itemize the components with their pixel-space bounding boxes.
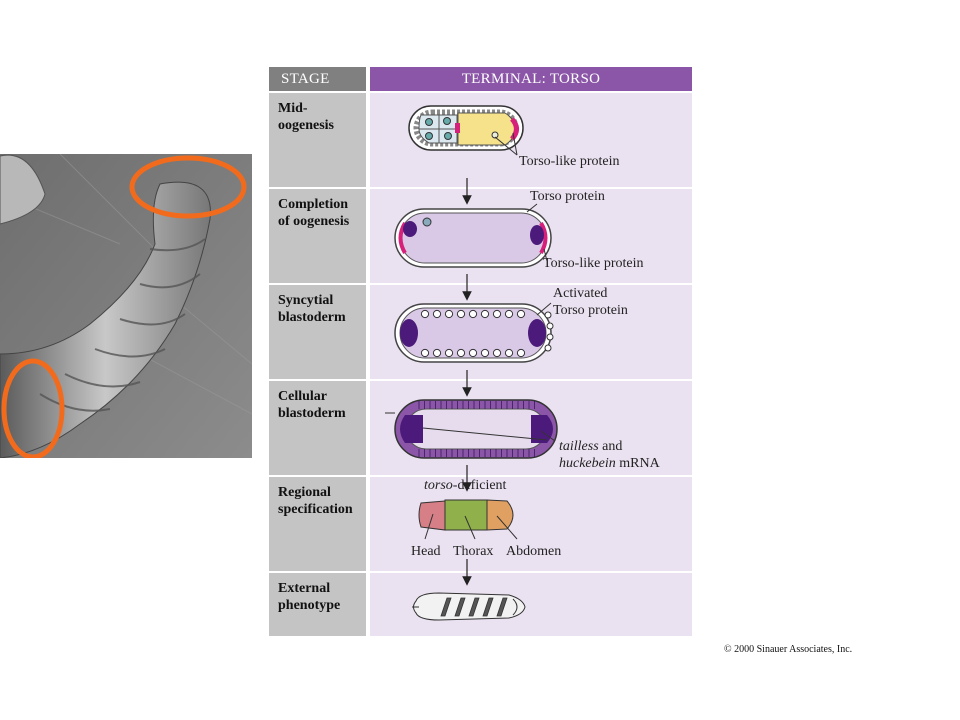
stage-label: External: [278, 581, 331, 596]
abdomen-label: Abdomen: [506, 544, 562, 559]
nucleus: [492, 348, 502, 358]
nucleus: [480, 309, 490, 319]
stage-cell-mid-oogenesis: Mid- oogenesis: [269, 93, 366, 187]
stage-label: blastoderm: [278, 406, 346, 421]
nucleus: [432, 309, 442, 319]
stage-cell-completion-of-oogenesis: Completion of oogenesis: [269, 189, 366, 283]
activated-label-line1: Activated: [553, 286, 608, 301]
anterior-highlight-ring: [129, 155, 247, 219]
stage-label: Completion: [278, 197, 348, 212]
thorax-label: Thorax: [453, 544, 494, 559]
torso-diagram-drawings: [385, 105, 558, 621]
stage-label: specification: [278, 502, 353, 517]
mid-oogenesis-egg-chamber: [408, 105, 524, 156]
torso-pathway-table: STAGE TERMINAL: TORSO Mid- oogenesis Com…: [269, 67, 692, 636]
stage-label: Mid-: [278, 101, 308, 116]
stage-cell-syncytial-blastoderm: Syncytial blastoderm: [269, 285, 366, 379]
syncytial-blastoderm-embryo: [394, 302, 554, 363]
nucleus: [444, 348, 454, 358]
nucleus: [456, 309, 466, 319]
nucleus: [420, 309, 430, 319]
nucleus: [504, 348, 514, 358]
huckebein-label: huckebein mRNA: [559, 456, 660, 472]
larva-sem-photo: [0, 154, 252, 458]
nucleus: [516, 309, 526, 319]
copyright-notice: © 2000 Sinauer Associates, Inc.: [724, 644, 853, 655]
torso-protein-label: Torso protein: [530, 189, 605, 204]
stage-label: blastoderm: [278, 310, 346, 325]
posterior-highlight-ring: [1, 358, 65, 458]
stage-label: oogenesis: [278, 118, 334, 133]
mutant-larva-phenotype: [412, 592, 526, 621]
head-label: Head: [411, 544, 441, 559]
torso-deficient-regions: [418, 499, 518, 540]
nucleus: [432, 348, 442, 358]
nucleus: [468, 348, 478, 358]
nucleus: [420, 348, 430, 358]
stage-label: phenotype: [278, 598, 341, 613]
torso-like-protein-label-1: Torso-like protein: [519, 154, 620, 169]
torso-like-protein-label-2: Torso-like protein: [543, 256, 644, 271]
stage-cell-external-phenotype: External phenotype: [269, 573, 366, 636]
huckebein-gene: huckebein: [559, 456, 616, 471]
activated-label-line2: Torso protein: [553, 303, 628, 318]
stage-label: Regional: [278, 485, 331, 500]
nucleus: [444, 309, 454, 319]
nucleus: [516, 348, 526, 358]
nucleus: [504, 309, 514, 319]
nucleus: [468, 309, 478, 319]
tailless-gene: tailless: [559, 439, 599, 454]
stage-header: STAGE: [269, 67, 366, 91]
completed-oocyte: [394, 203, 552, 268]
terminal-torso-header: TERMINAL: TORSO: [370, 67, 692, 91]
stage-label: Cellular: [278, 389, 327, 404]
stage-label: Syncytial: [278, 293, 334, 308]
huckebein-mrna: mRNA: [615, 456, 660, 471]
nucleus: [480, 348, 490, 358]
tailless-label: tailless and: [559, 439, 622, 455]
stage-cell-regional-specification: Regional specification: [269, 477, 366, 571]
torso-gene: torso: [424, 478, 453, 493]
cellular-blastoderm-embryo: [385, 399, 558, 459]
tailless-and: and: [598, 439, 623, 454]
nucleus: [456, 348, 466, 358]
nucleus: [492, 309, 502, 319]
stage-cell-cellular-blastoderm: Cellular blastoderm: [269, 381, 366, 475]
stage-label: of oogenesis: [278, 214, 350, 229]
